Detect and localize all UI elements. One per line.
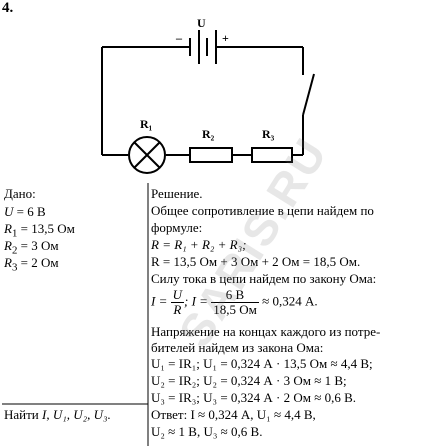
- find-statement: Найти I, U₁, U₂, U₃.: [4, 407, 111, 422]
- given-u: U = 6 В: [4, 204, 46, 219]
- circuit-diagram: U – + R₁ R₂ R₃: [101, 16, 315, 174]
- r3-label: R₃: [262, 127, 275, 141]
- calc-total-resistance: R = 13,5 Ом + 3 Ом + 2 Ом = 18,5 Ом.: [151, 254, 361, 269]
- solution-line5: бителей найдем из закона Ома:: [151, 340, 324, 355]
- given-title: Дано:: [4, 186, 36, 201]
- resistor-r2: [189, 147, 233, 163]
- given-r3: R3 = 2 Ом: [4, 255, 59, 274]
- minus-sign: –: [175, 31, 183, 45]
- solution-line3: Силу тока в цепи найдем по закону Ома:: [151, 271, 377, 286]
- answer-line1: Ответ: I ≈ 0,324 А, U₁ ≈ 4,4 В,: [151, 407, 316, 422]
- formula-total-resistance: R = R₁ + R₂ + R₃;: [151, 237, 247, 252]
- given-r2: R2 = 3 Ом: [4, 238, 59, 257]
- solution-line1: Общее сопротивление в цепи найдем по: [151, 203, 374, 218]
- solution-line4: Напряжение на концах каждого из потре-: [151, 324, 381, 339]
- calc-u3: U₃ = IR₃; U₃ = 0,324 А · 2 Ом ≈ 0,6 В.: [151, 390, 357, 405]
- r2-label: R₂: [202, 127, 215, 141]
- problem-number: 4.: [2, 0, 14, 16]
- plus-sign: +: [222, 31, 229, 45]
- resistor-r3: [251, 147, 293, 163]
- lamp-icon: [128, 136, 166, 174]
- answer-line2: U₂ ≈ 1 В, U₃ ≈ 0,6 В.: [151, 424, 263, 439]
- calc-u2: U₂ = IR₂; U₂ = 0,324 А · 3 Ом ≈ 1 В;: [151, 373, 347, 388]
- calc-u1: U₁ = IR₁; U₁ = 0,324 А · 13,5 Ом ≈ 4,4 В…: [151, 356, 373, 371]
- switch-blade: [302, 73, 315, 116]
- source-label: U: [197, 16, 206, 30]
- solution-line2: формуле:: [151, 220, 203, 235]
- solution-title: Решение.: [151, 186, 203, 201]
- r1-label: R₁: [140, 117, 153, 131]
- given-r1: R1 = 13,5 Ом: [4, 221, 75, 240]
